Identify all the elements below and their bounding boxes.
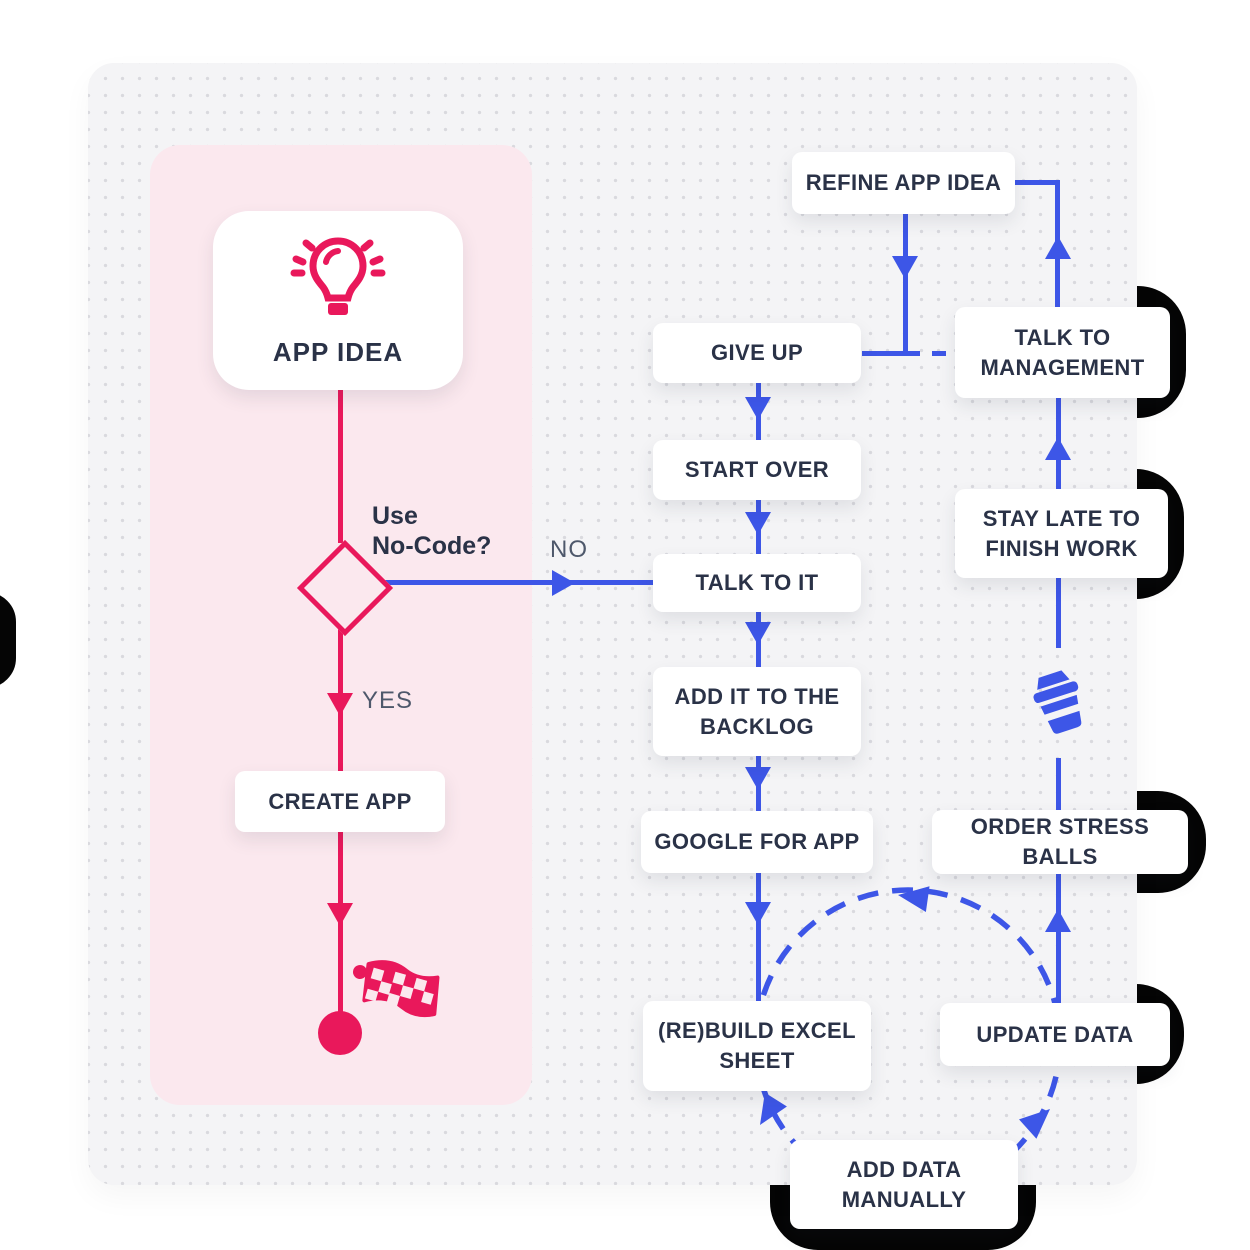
edge-refine-down [903, 213, 908, 355]
arrow-mgmt-refine [1045, 236, 1071, 259]
arrow-no [552, 570, 575, 596]
edge-giveup-junction [862, 351, 920, 356]
edge-appidea-diamond [338, 390, 343, 543]
edge-update-order [1056, 874, 1061, 1003]
loop-arrow-lower-right [1019, 1109, 1050, 1139]
node-give-up: GIVE UP [653, 323, 861, 383]
edge-coffee-staylate [1056, 578, 1061, 648]
node-update-data: UPDATE DATA [940, 1003, 1170, 1066]
node-start-over: START OVER [653, 440, 861, 500]
node-stay-late: STAY LATE TO FINISH WORK [955, 489, 1168, 578]
arrow-talktoit [745, 512, 771, 535]
arrow-startover [745, 397, 771, 420]
node-talk-to-it: TALK TO IT [653, 554, 861, 612]
node-add-backlog: ADD IT TO THE BACKLOG [653, 667, 861, 756]
node-app-idea-label: APP IDEA [272, 336, 404, 367]
no-label: NO [550, 536, 588, 563]
arrow-yes [327, 693, 353, 716]
node-rebuild-excel: (RE)BUILD EXCEL SHEET [643, 1001, 871, 1091]
node-refine-app-idea: REFINE APP IDEA [792, 152, 1015, 214]
coffee-cup-icon [1020, 664, 1096, 740]
edge-junction-dash [932, 351, 946, 356]
edge-ring-left [0, 592, 16, 688]
arrow-to-finish [327, 903, 353, 926]
loop-arrow-top [898, 886, 930, 913]
node-add-data-manually: ADD DATA MANUALLY [790, 1140, 1018, 1229]
node-create-app: CREATE APP [235, 771, 445, 832]
arrow-refine-down [892, 256, 918, 279]
node-order-stress-balls: ORDER STRESS BALLS [932, 810, 1188, 874]
node-app-idea: APP IDEA [213, 211, 463, 390]
edge-google-rebuild [756, 873, 761, 1001]
arrow-staylate-mgmt [1045, 437, 1071, 460]
lightbulb-icon [286, 231, 390, 317]
edge-order-coffee [1056, 758, 1061, 810]
finish-dot [318, 1011, 362, 1055]
decision-question: Use No-Code? [372, 502, 492, 560]
edge-no [383, 580, 655, 585]
arrow-rebuild [745, 902, 771, 925]
arrow-google [745, 767, 771, 790]
arrow-backlog [745, 622, 771, 645]
node-talk-to-management: TALK TO MANAGEMENT [955, 307, 1170, 398]
checkered-flag-icon [346, 950, 446, 1038]
arrow-update-order [1045, 909, 1071, 932]
edge-mgmt-refine-h [1015, 180, 1060, 185]
loop-arrow-lower-left [760, 1092, 787, 1125]
node-google-for-app: GOOGLE FOR APP [641, 811, 873, 873]
yes-label: YES [362, 687, 414, 714]
